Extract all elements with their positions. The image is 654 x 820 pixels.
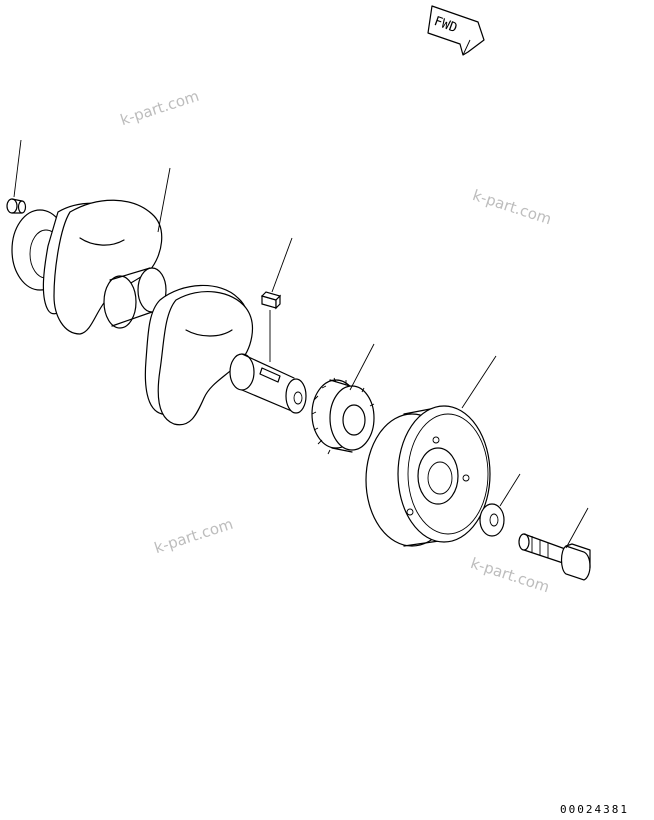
gear-leader-line <box>349 343 375 391</box>
key-part <box>260 291 282 310</box>
washer-part <box>479 503 505 537</box>
bolt-part <box>518 533 591 581</box>
crankshaft-leader-line <box>157 167 171 233</box>
washer-leader-line <box>499 473 521 507</box>
key-leader-line <box>271 237 293 293</box>
pulley-part <box>365 405 491 547</box>
crankshaft-part <box>11 199 307 426</box>
pin-leader-line <box>13 139 22 198</box>
bolt-leader-line <box>565 507 589 549</box>
document-number: 00024381 <box>560 803 629 816</box>
fwd-arrow-icon <box>427 5 485 56</box>
pulley-leader-line <box>461 355 497 409</box>
pin-part <box>6 198 27 214</box>
gear-part <box>311 377 375 455</box>
